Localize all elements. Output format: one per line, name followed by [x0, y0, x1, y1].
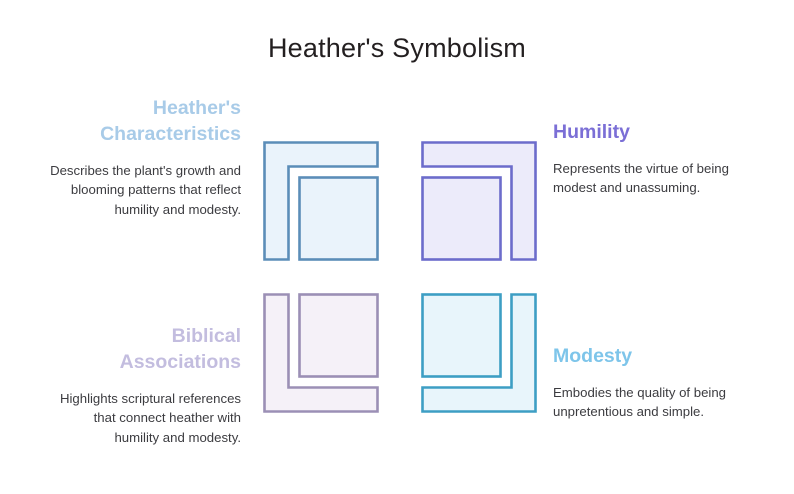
bracket-corner-bottom-right-with-square-icon	[420, 292, 538, 414]
info-block-heading-modesty: Modesty	[553, 345, 633, 367]
info-block-humility: Humility Represents the virtue of being …	[553, 120, 745, 198]
info-block-body-biblical-associations: Highlights scriptural references that co…	[59, 390, 241, 445]
info-block-characteristics: Heather's Characteristics Describes the …	[49, 96, 241, 219]
info-block-heading-humility: Humility	[553, 121, 630, 143]
bracket-corner-top-left-with-square-icon	[262, 140, 380, 262]
info-block-body-modesty: Embodies the quality of being unpretenti…	[553, 384, 727, 420]
bracket-corner-bottom-left-with-square-icon	[262, 292, 380, 414]
info-block-body-characteristics: Describes the plant's growth and bloomin…	[50, 162, 241, 217]
info-block-heading-characteristics: Heather's Characteristics	[100, 97, 241, 145]
info-block-biblical-associations: Biblical Associations Highlights scriptu…	[49, 324, 241, 447]
info-block-heading-biblical-associations: Biblical Associations	[119, 325, 241, 373]
info-block-body-humility: Represents the virtue of being modest an…	[553, 160, 729, 196]
info-block-modesty: Modesty Embodies the quality of being un…	[553, 344, 745, 422]
page-title: Heather's Symbolism	[267, 33, 527, 63]
bracket-corner-top-right-with-square-icon	[420, 140, 538, 262]
